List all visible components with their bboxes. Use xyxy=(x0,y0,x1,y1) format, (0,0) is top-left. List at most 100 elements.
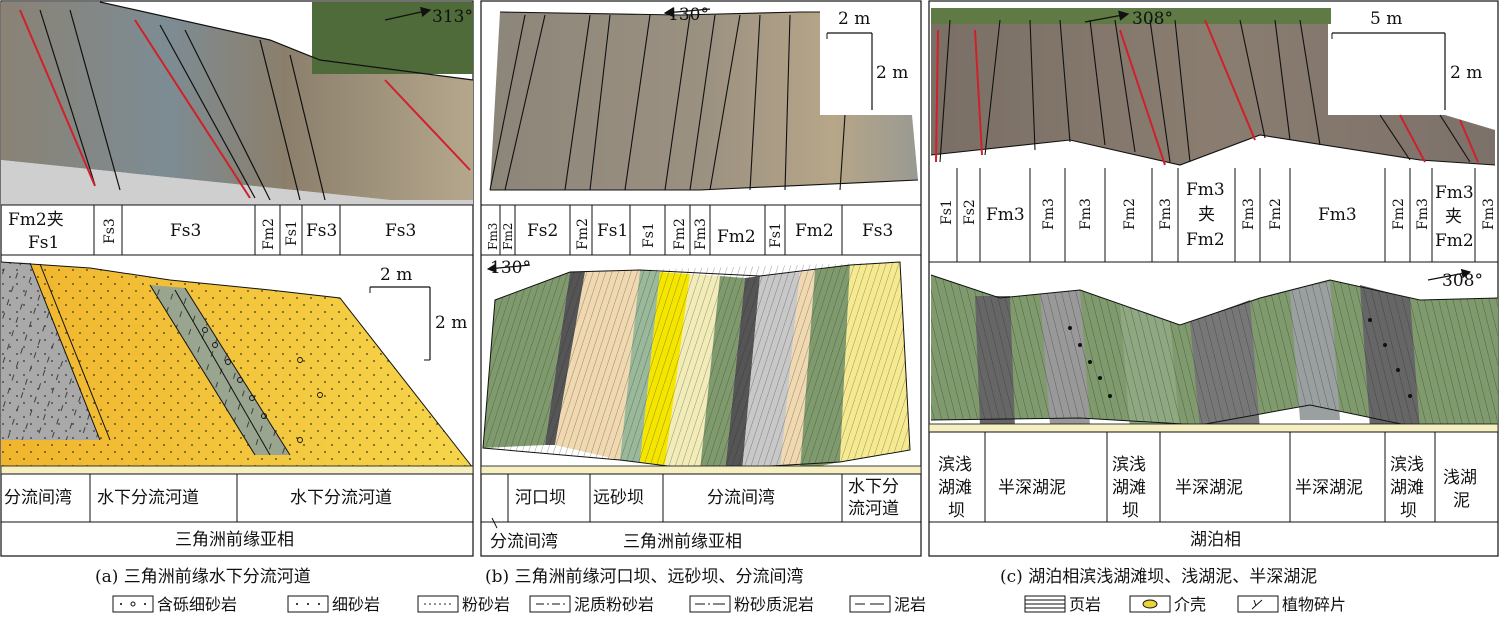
facies-label: 半深湖泥 xyxy=(1295,478,1363,498)
unit-label: Fm2 xyxy=(672,218,688,250)
panel-b: 130° 2 m 2 m Fm3 Fm2 Fs2 Fm2 Fs1 Fs1 Fm2… xyxy=(480,0,922,587)
plant-fragment-icon xyxy=(1237,595,1279,613)
caption-b: (b) 三角洲前缘河口坝、远砂坝、分流间湾 xyxy=(485,567,804,587)
outcrop-photo-c xyxy=(931,8,1495,165)
legend-label: 泥质粉砂岩 xyxy=(574,595,654,614)
orientation-bottom-c: 308° xyxy=(1442,271,1483,291)
legend-label: 泥岩 xyxy=(894,595,926,614)
unit-label: Fm3 xyxy=(1318,205,1357,225)
unit-label: Fm3 xyxy=(1481,198,1497,230)
unit-label: 夹 xyxy=(1198,205,1215,225)
legend-label: 含砾细砂岩 xyxy=(157,595,237,614)
facies-label: 分流间湾 xyxy=(4,488,72,508)
unit-label: Fm3 xyxy=(486,223,500,250)
facies-label: 湖滩 xyxy=(1112,478,1146,498)
panel-a: 313° Fm2夹 Fs1 Fs3 Fs3 Fm2 Fs1 Fs3 Fs3 xyxy=(0,0,474,587)
legend-label: 细砂岩 xyxy=(332,595,380,614)
unit-label: Fs3 xyxy=(306,221,337,241)
facies-label: 河口坝 xyxy=(515,488,566,508)
unit-label: Fm2 xyxy=(1435,231,1474,251)
unit-label: Fs1 xyxy=(641,222,657,248)
caption-c: (c) 湖泊相滨浅湖滩坝、浅湖泥、半深湖泥 xyxy=(1000,567,1317,587)
unit-label: Fs3 xyxy=(102,218,118,244)
legend-label: 粉砂质泥岩 xyxy=(734,595,814,614)
unit-row-a: Fm2夹 Fs1 Fs3 Fs3 Fm2 Fs1 Fs3 Fs3 xyxy=(8,205,416,255)
unit-label: Fm2 xyxy=(1391,198,1407,230)
ostracod-icon xyxy=(1129,595,1171,613)
orientation-top-b: 130° xyxy=(668,5,709,25)
facies-label: 坝 xyxy=(1400,501,1417,521)
fine-sandstone-icon xyxy=(287,595,329,613)
panel-c: 308° 5 m 2 m Fs1 Fs2 Fm3 Fm3 Fm3 Fm2 Fm3… xyxy=(928,0,1499,587)
silty-mudstone-icon xyxy=(689,595,731,613)
scale-h-a: 2 m xyxy=(380,265,412,285)
facies-label: 湖滩 xyxy=(1390,478,1424,498)
orientation-bottom-b: 130° xyxy=(490,258,531,278)
unit-label: Fs3 xyxy=(385,221,416,241)
facies-label: 浅湖 xyxy=(1443,468,1477,488)
unit-label: Fs2 xyxy=(527,221,558,241)
facies-label: 半深湖泥 xyxy=(998,478,1066,498)
unit-label: Fm2 xyxy=(1186,230,1225,250)
facies-label: 半深湖泥 xyxy=(1175,478,1243,498)
facies-label: 流河道 xyxy=(848,499,899,519)
facies-label: 湖滩 xyxy=(938,478,972,498)
section-b xyxy=(482,261,911,472)
orientation-top-c: 308° xyxy=(1132,9,1173,29)
unit-label: Fs2 xyxy=(962,199,978,225)
unit-label: Fm3 xyxy=(986,205,1025,225)
shale-icon xyxy=(1024,595,1066,613)
muddy-siltstone-icon xyxy=(529,595,571,613)
pebbly-fine-sandstone-icon xyxy=(112,595,154,613)
scale-h-c: 5 m xyxy=(1370,9,1402,29)
unit-label: Fs1 xyxy=(939,199,955,225)
unit-row-c: Fs1 Fs2 Fm3 Fm3 Fm3 Fm2 Fm3 Fm3 夹 Fm2 Fm… xyxy=(939,168,1497,262)
unit-label: Fm3 xyxy=(1415,198,1431,230)
subfacies-label-a: 三角洲前缘亚相 xyxy=(175,530,294,550)
facies-label: 坝 xyxy=(948,501,965,521)
subfacies-label-b: 三角洲前缘亚相 xyxy=(623,532,742,552)
facies-label: 水下分 xyxy=(848,477,899,497)
outcrop-photo-b xyxy=(490,12,918,190)
unit-label: Fm3 xyxy=(1435,183,1474,203)
facies-extra-b: 分流间湾 xyxy=(490,532,558,552)
siltstone-icon xyxy=(417,595,459,613)
legend-label: 植物碎片 xyxy=(1282,595,1346,614)
unit-label: 夹 xyxy=(1445,207,1462,227)
facies-label: 滨浅 xyxy=(938,455,972,475)
legend-label: 介壳 xyxy=(1174,595,1206,614)
unit-label: Fm3 xyxy=(1186,180,1225,200)
outcrop-photo-a xyxy=(1,2,473,200)
unit-label: Fm3 xyxy=(1241,198,1257,230)
legend-label: 粉砂岩 xyxy=(462,595,510,614)
unit-label: Fm3 xyxy=(693,218,709,250)
vegetation-c xyxy=(931,8,1331,24)
facies-label: 分流间湾 xyxy=(707,488,775,508)
facies-label: 水下分流河道 xyxy=(290,488,392,508)
unit-label: Fs1 xyxy=(597,221,628,241)
facies-label: 坝 xyxy=(1122,501,1139,521)
unit-label: Fs1 xyxy=(284,220,300,246)
facies-label: 泥 xyxy=(1453,491,1470,511)
unit-label: Fm2 xyxy=(795,221,834,241)
scale-v-c: 2 m xyxy=(1450,63,1482,83)
unit-row-b: Fm3 Fm2 Fs2 Fm2 Fs1 Fs1 Fm2 Fm3 Fm2 Fs1 … xyxy=(486,205,893,255)
subfacies-label-c: 湖泊相 xyxy=(1190,530,1241,550)
unit-label: Fm2 xyxy=(575,218,591,250)
unit-label: Fs3 xyxy=(862,221,893,241)
unit-label: Fs1 xyxy=(768,222,784,248)
unit-label: Fm2 xyxy=(717,227,756,247)
facies-label: 滨浅 xyxy=(1390,455,1424,475)
unit-label: Fm3 xyxy=(1158,198,1174,230)
unit-label: Fm2 xyxy=(261,218,277,250)
section-c xyxy=(930,274,1499,432)
legend-label: 页岩 xyxy=(1069,595,1101,614)
facies-label: 滨浅 xyxy=(1112,455,1146,475)
caption-a: (a) 三角洲前缘水下分流河道 xyxy=(95,567,311,587)
scale-h-b: 2 m xyxy=(838,9,870,29)
unit-label: Fs1 xyxy=(28,233,59,253)
unit-label: Fm2 xyxy=(501,223,515,250)
mudstone-icon xyxy=(849,595,891,613)
orientation-label-a: 313° xyxy=(432,7,473,27)
